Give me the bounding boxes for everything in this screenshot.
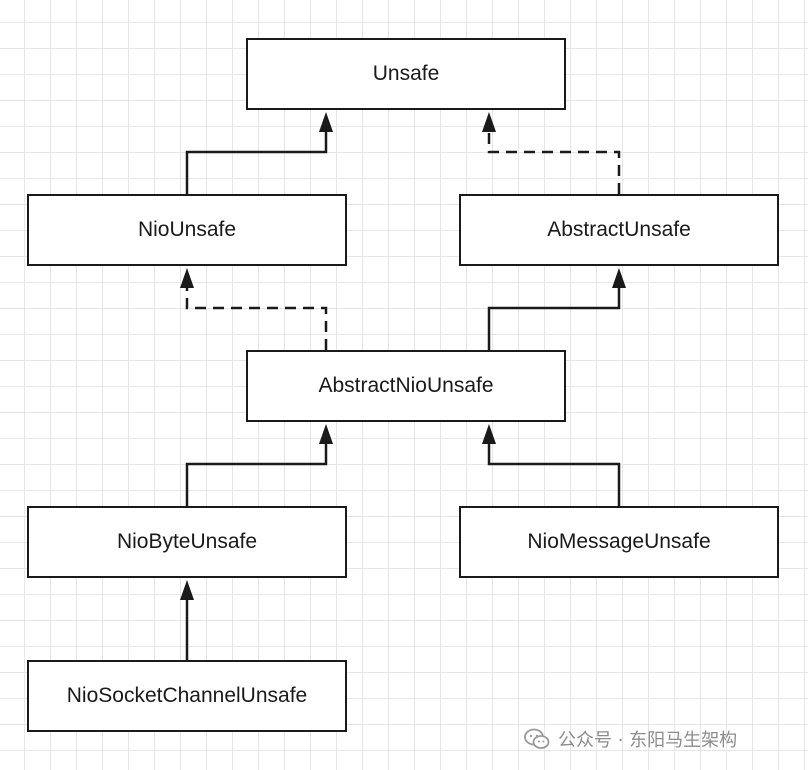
arrowhead-abstract_nio_unsafe-to-nio_unsafe: [180, 268, 194, 288]
node-nio-socket-channel-unsafe: NioSocketChannelUnsafe: [27, 660, 347, 732]
edge-abstract_nio_unsafe-to-abstract_unsafe: [487, 288, 621, 350]
arrowhead-abstract_unsafe-to-unsafe: [482, 112, 496, 132]
arrowhead-nio_socket_channel_unsafe-to-nio_byte_unsafe: [180, 580, 194, 600]
node-abstract-unsafe: AbstractUnsafe: [459, 194, 779, 266]
arrowhead-nio_byte_unsafe-to-abstract_nio_unsafe: [319, 424, 333, 444]
edge-abstract_nio_unsafe-to-nio_unsafe: [185, 288, 328, 350]
arrowhead-nio_message_unsafe-to-abstract_nio_unsafe: [482, 424, 496, 444]
node-unsafe: Unsafe: [246, 38, 566, 110]
wechat-icon: [524, 728, 550, 749]
arrowhead-abstract_nio_unsafe-to-abstract_unsafe: [612, 268, 626, 288]
node-nio-message-unsafe: NioMessageUnsafe: [459, 506, 779, 578]
node-nio-unsafe: NioUnsafe: [27, 194, 347, 266]
watermark-text: 公众号 · 东阳马生架构: [558, 730, 738, 751]
watermark: 公众号 · 东阳马生架构: [524, 724, 737, 754]
node-abstract-nio-unsafe: AbstractNioUnsafe: [246, 350, 566, 422]
edge-nio_message_unsafe-to-abstract_nio_unsafe: [487, 444, 621, 506]
edge-nio_byte_unsafe-to-abstract_nio_unsafe: [185, 444, 328, 506]
node-nio-byte-unsafe: NioByteUnsafe: [27, 506, 347, 578]
arrowhead-nio_unsafe-to-unsafe: [319, 112, 333, 132]
edge-abstract_unsafe-to-unsafe: [487, 132, 621, 194]
edge-nio_unsafe-to-unsafe: [185, 132, 328, 194]
